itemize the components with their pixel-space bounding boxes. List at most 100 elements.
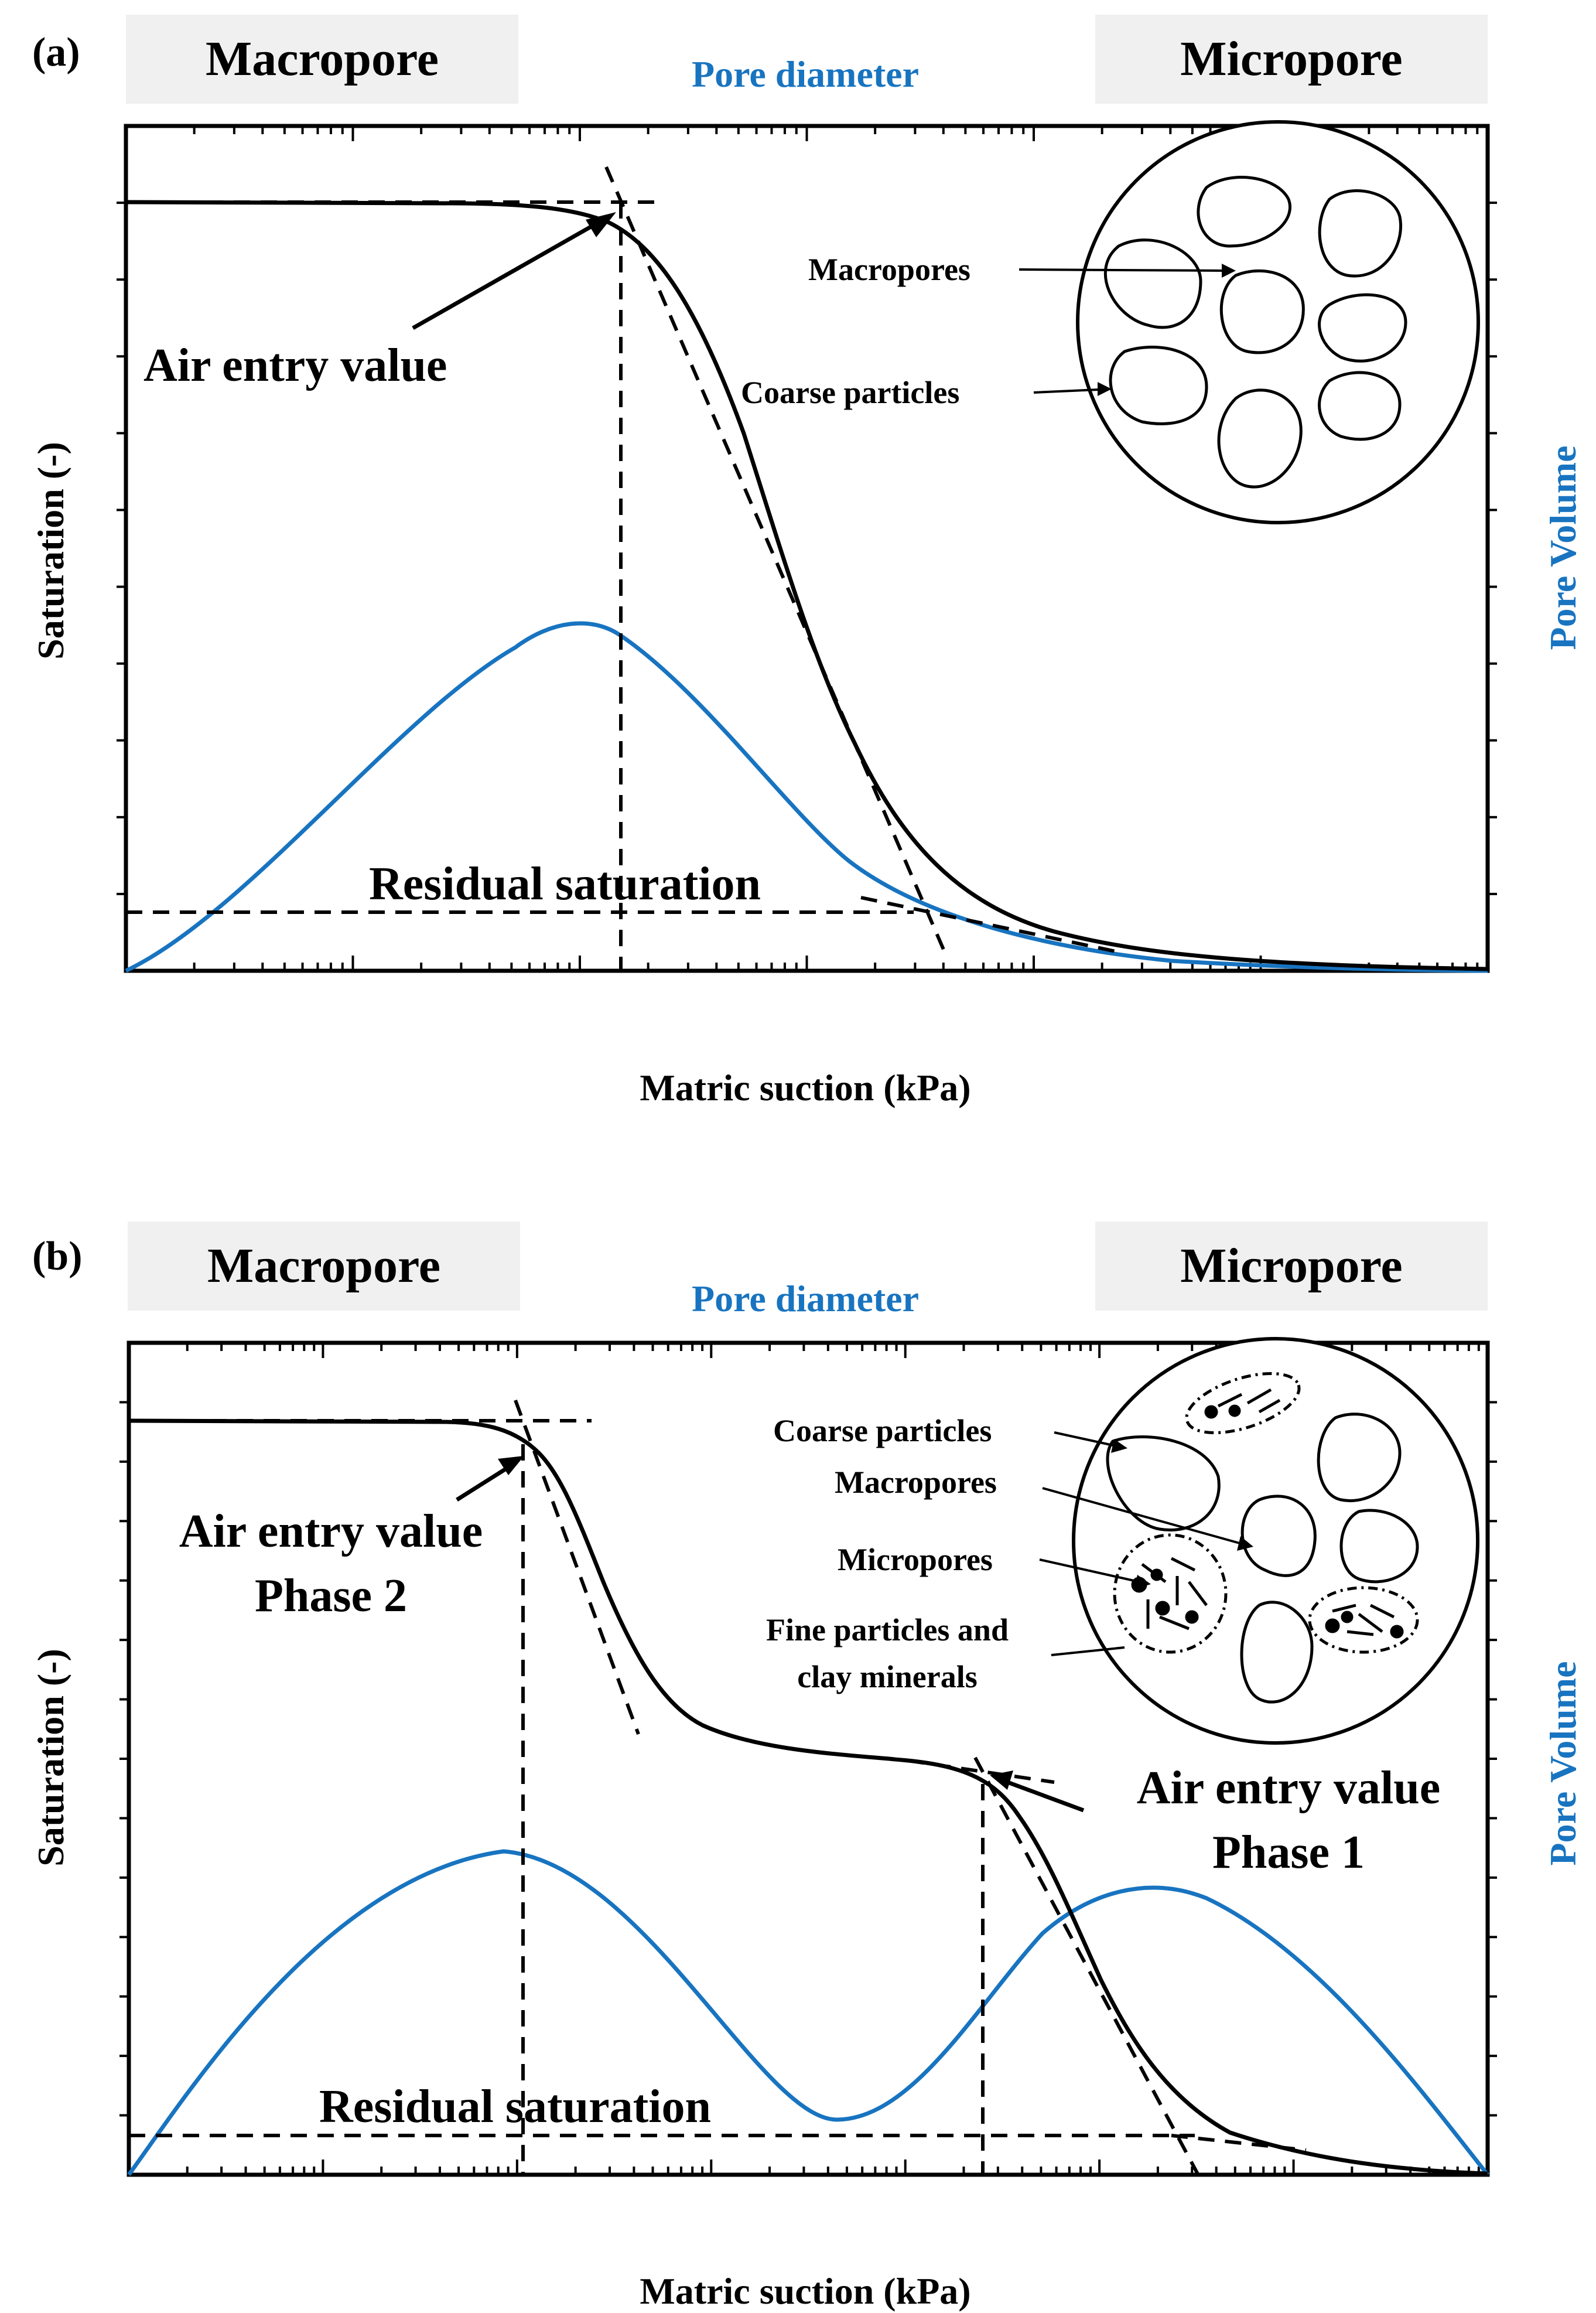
- particle: [1240, 1495, 1317, 1577]
- panel-b-y-axis-label: Saturation (-): [30, 1649, 71, 1867]
- clay-flake: [1170, 1557, 1196, 1572]
- panel-b-inset: Coarse particles Macropores Micropores F…: [766, 1337, 1479, 1745]
- fine-grain: [1228, 1404, 1241, 1417]
- panel-a-inset: Macropores Coarse particles: [741, 120, 1480, 524]
- fine-cluster: [1185, 1372, 1301, 1435]
- particle: [1240, 1601, 1314, 1704]
- fine-grain: [1341, 1611, 1354, 1623]
- panel-b-air-entry-2-arrowhead: [498, 1456, 524, 1475]
- panel-a-pore-diameter-label: Pore diameter: [692, 53, 919, 95]
- clay-flake: [1346, 1630, 1374, 1636]
- panel-b-slope-tangent-phase2: [514, 1399, 640, 1735]
- panel-b-air-entry-2-arrow: [456, 1463, 514, 1502]
- particle: [1106, 1435, 1221, 1531]
- clay-flake: [1358, 1613, 1383, 1633]
- panel-b-macropore-header-box: [128, 1222, 520, 1311]
- panel-b-micropore-header: Micropore: [1180, 1239, 1402, 1293]
- fine-grain: [1390, 1625, 1404, 1639]
- particle: [1219, 269, 1305, 354]
- clay-flake: [1246, 1388, 1272, 1405]
- fine-cluster: [1113, 1533, 1228, 1654]
- particle: [1109, 346, 1208, 425]
- panel-b-inset-arrow-coarse: [1054, 1431, 1116, 1447]
- particle: [1318, 293, 1407, 363]
- panel-b-air-entry-1-line1: Air entry value: [1137, 1762, 1440, 1814]
- panel-b-inset-arrow-macropores: [1042, 1487, 1242, 1545]
- fine-grain: [1325, 1618, 1340, 1633]
- panel-b-air-entry-1-line2: Phase 1: [1212, 1827, 1365, 1878]
- fine-grain: [1185, 1610, 1199, 1624]
- panel-a-y-axis-label: Saturation (-): [30, 442, 71, 660]
- panel-b-air-entry-1-arrowhead: [990, 1770, 1013, 1790]
- panel-b-inset-label-micropores: Micropores: [838, 1542, 993, 1577]
- clay-flake: [1217, 1393, 1243, 1408]
- panel-a-residual-tangent: [860, 896, 1119, 954]
- panel-b-inset-arrowhead-micropores: [1134, 1575, 1151, 1589]
- clay-flake: [1369, 1604, 1395, 1619]
- panel-b-inset-label-coarse: Coarse particles: [773, 1413, 992, 1448]
- fine-grain: [1155, 1601, 1170, 1616]
- panel-b-fine-clusters: [1113, 1372, 1419, 1654]
- panel-b-residual-label: Residual saturation: [319, 2081, 711, 2133]
- particle: [1339, 1509, 1419, 1584]
- panel-a-micropore-header-box: [1095, 15, 1488, 104]
- panel-b-inset-circle: [1072, 1337, 1479, 1745]
- panel-b-inset-arrow-fine: [1051, 1646, 1125, 1656]
- panel-b-inset-arrowhead-coarse: [1111, 1439, 1127, 1453]
- particle: [1103, 238, 1202, 329]
- clay-flake: [1258, 1398, 1281, 1414]
- panel-a-inset-arrow-macropores: [1019, 268, 1225, 272]
- panel-b-slope-tangent-phase1: [973, 1756, 1202, 2181]
- panel-b-air-entry-1-arrow: [1003, 1779, 1085, 1813]
- panel-b-pore-volume-label: Pore Volume: [1542, 1661, 1584, 1865]
- particle: [1217, 388, 1303, 489]
- panel-b-coarse-particles: [1106, 1413, 1419, 1704]
- particle: [1318, 371, 1402, 441]
- panel-b-inset-label-macropores: Macropores: [835, 1465, 997, 1500]
- panel-a-macropore-header: Macropore: [206, 32, 439, 86]
- clay-flake: [1159, 1615, 1190, 1630]
- panel-b-inset-arrow-micropores: [1039, 1558, 1140, 1583]
- panel-a-pore-volume-label: Pore Volume: [1542, 445, 1584, 650]
- panel-a: (a) Macropore Micropore Pore diameter Sa…: [30, 15, 1584, 1108]
- panel-b-inset-label-fine-1: Fine particles and: [766, 1612, 1009, 1647]
- panel-b-pore-volume-curve: [127, 1849, 1489, 2176]
- panel-a-tag: (a): [32, 30, 80, 75]
- panel-a-air-entry-arrow: [412, 217, 604, 330]
- panel-a-x-axis-label: Matric suction (kPa): [640, 1067, 970, 1108]
- particle: [1318, 189, 1402, 278]
- panel-b-inset-arrowhead-macropores: [1237, 1536, 1253, 1551]
- panel-b-air-entry-2-line1: Air entry value: [179, 1506, 483, 1557]
- panel-a-residual-label: Residual saturation: [369, 858, 761, 910]
- panel-a-inset-label-macropores: Macropores: [808, 252, 970, 287]
- panel-b-saturation-curve: [128, 1418, 1488, 2176]
- panel-a-air-entry-arrowhead: [586, 212, 616, 237]
- panel-a-coarse-particles: [1103, 176, 1407, 489]
- panel-b-clay-minerals: [1131, 1388, 1404, 1639]
- fine-grain: [1204, 1405, 1218, 1419]
- panel-b: (b) Macropore Micropore Pore diameter Sa…: [30, 1222, 1584, 2312]
- panel-a-inset-arrowhead-coarse: [1098, 382, 1112, 396]
- panel-b-plateau-tangent: [907, 1759, 1055, 1784]
- panel-a-micropore-header: Micropore: [1180, 32, 1402, 86]
- panel-b-x-axis-label: Matric suction (kPa): [640, 2270, 970, 2312]
- panel-a-air-entry-label: Air entry value: [143, 340, 447, 391]
- panel-b-residual-tangent: [1171, 2134, 1307, 2152]
- panel-a-macropore-header-box: [126, 15, 518, 104]
- panel-b-tag: (b): [32, 1234, 83, 1279]
- panel-a-pore-volume-curve: [125, 621, 1488, 973]
- panel-a-axis-ticks: [117, 126, 1497, 971]
- fine-cluster: [1308, 1586, 1419, 1654]
- panel-a-inset-label-coarse: Coarse particles: [741, 375, 959, 410]
- panel-a-inset-arrowhead-macropores: [1222, 264, 1236, 278]
- panel-b-pore-diameter-label: Pore diameter: [692, 1278, 919, 1319]
- panel-a-inset-arrow-coarse: [1033, 388, 1099, 394]
- panel-b-construction-lines: [129, 1399, 1307, 2181]
- fine-grain: [1150, 1568, 1163, 1581]
- clay-flake: [1332, 1604, 1356, 1613]
- panel-a-slope-tangent: [604, 166, 948, 956]
- panel-b-micropore-header-box: [1095, 1222, 1488, 1311]
- panel-a-construction-lines: [126, 166, 1119, 971]
- particle: [1197, 176, 1291, 248]
